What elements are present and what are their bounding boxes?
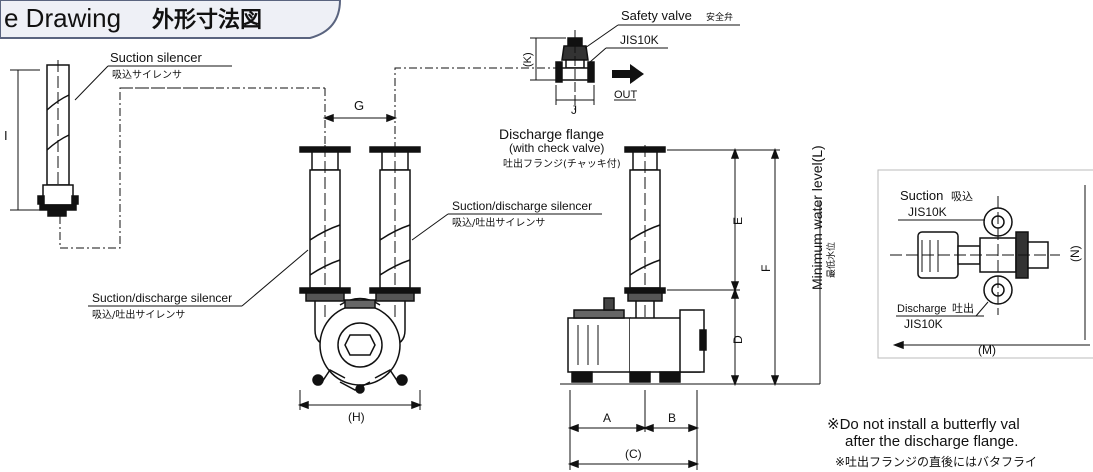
safety-valve-drawing (530, 30, 644, 110)
note-en-line1: ※Do not install a butterfly val (827, 416, 1020, 433)
jis-top-label: JIS10K (620, 33, 659, 47)
discharge-box-label: Discharge (897, 303, 947, 315)
discharge-flange-label-jp: 吐出フランジ(チャッキ付) (503, 157, 621, 170)
dimension-k: (K) (522, 52, 534, 67)
dimension-m: (M) (978, 343, 996, 357)
dimension-i: I (4, 128, 8, 143)
dimension-j: J (571, 103, 577, 117)
note-jp-line: ※吐出フランジの直後にはバタフライ (835, 455, 1037, 469)
header-title-en: e Drawing (4, 3, 121, 33)
min-water-level-label: Minimum water level(L) (809, 145, 825, 290)
suction-silencer-label: Suction silencer (110, 50, 202, 65)
sd-silencer-left-label-jp: 吸込/吐出サイレンサ (92, 308, 185, 321)
side-view-drawing (560, 145, 820, 470)
dimension-g: G (354, 98, 364, 113)
discharge-box-label-jp: 吐出 (952, 301, 974, 315)
note-en-line2: after the discharge flange. (845, 433, 1018, 450)
dimension-d: D (731, 335, 745, 344)
twin-silencers-drawing (120, 67, 560, 410)
dimension-n: (N) (1068, 245, 1082, 262)
dimension-h: (H) (348, 410, 365, 424)
dimension-e: E (731, 217, 745, 225)
jis-box-top-label: JIS10K (908, 205, 947, 219)
with-check-valve-label: (with check valve) (509, 141, 604, 155)
header-tab: e Drawing 外形寸法図 (0, 0, 342, 39)
sd-silencer-right-label: Suction/discharge silencer (452, 199, 592, 213)
sd-silencer-left-label: Suction/discharge silencer (92, 291, 232, 305)
jis-box-bottom-label: JIS10K (904, 317, 943, 331)
sd-silencer-right-label-jp: 吸込/吐出サイレンサ (452, 216, 545, 229)
suction-silencer-label-jp: 吸込サイレンサ (112, 69, 182, 81)
suction-box-label: Suction (900, 188, 943, 203)
dimension-c: (C) (625, 447, 642, 461)
safety-valve-label-jp: 安全弁 (706, 11, 733, 23)
dimension-b: B (668, 411, 676, 425)
suction-box-label-jp: 吸込 (951, 190, 973, 203)
safety-valve-label: Safety valve (621, 8, 692, 23)
top-view-box: Suction 吸込 JIS10K Discharge 吐出 JIS10K (M… (877, 169, 1093, 359)
dimension-f: F (759, 265, 773, 272)
header-title-jp: 外形寸法図 (152, 7, 262, 33)
out-label: OUT (614, 89, 638, 101)
dimension-a: A (603, 411, 611, 425)
discharge-flange-label: Discharge flange (499, 126, 604, 142)
min-water-level-label-jp: 最低水位 (825, 242, 837, 278)
suction-silencer-drawing (10, 60, 220, 249)
